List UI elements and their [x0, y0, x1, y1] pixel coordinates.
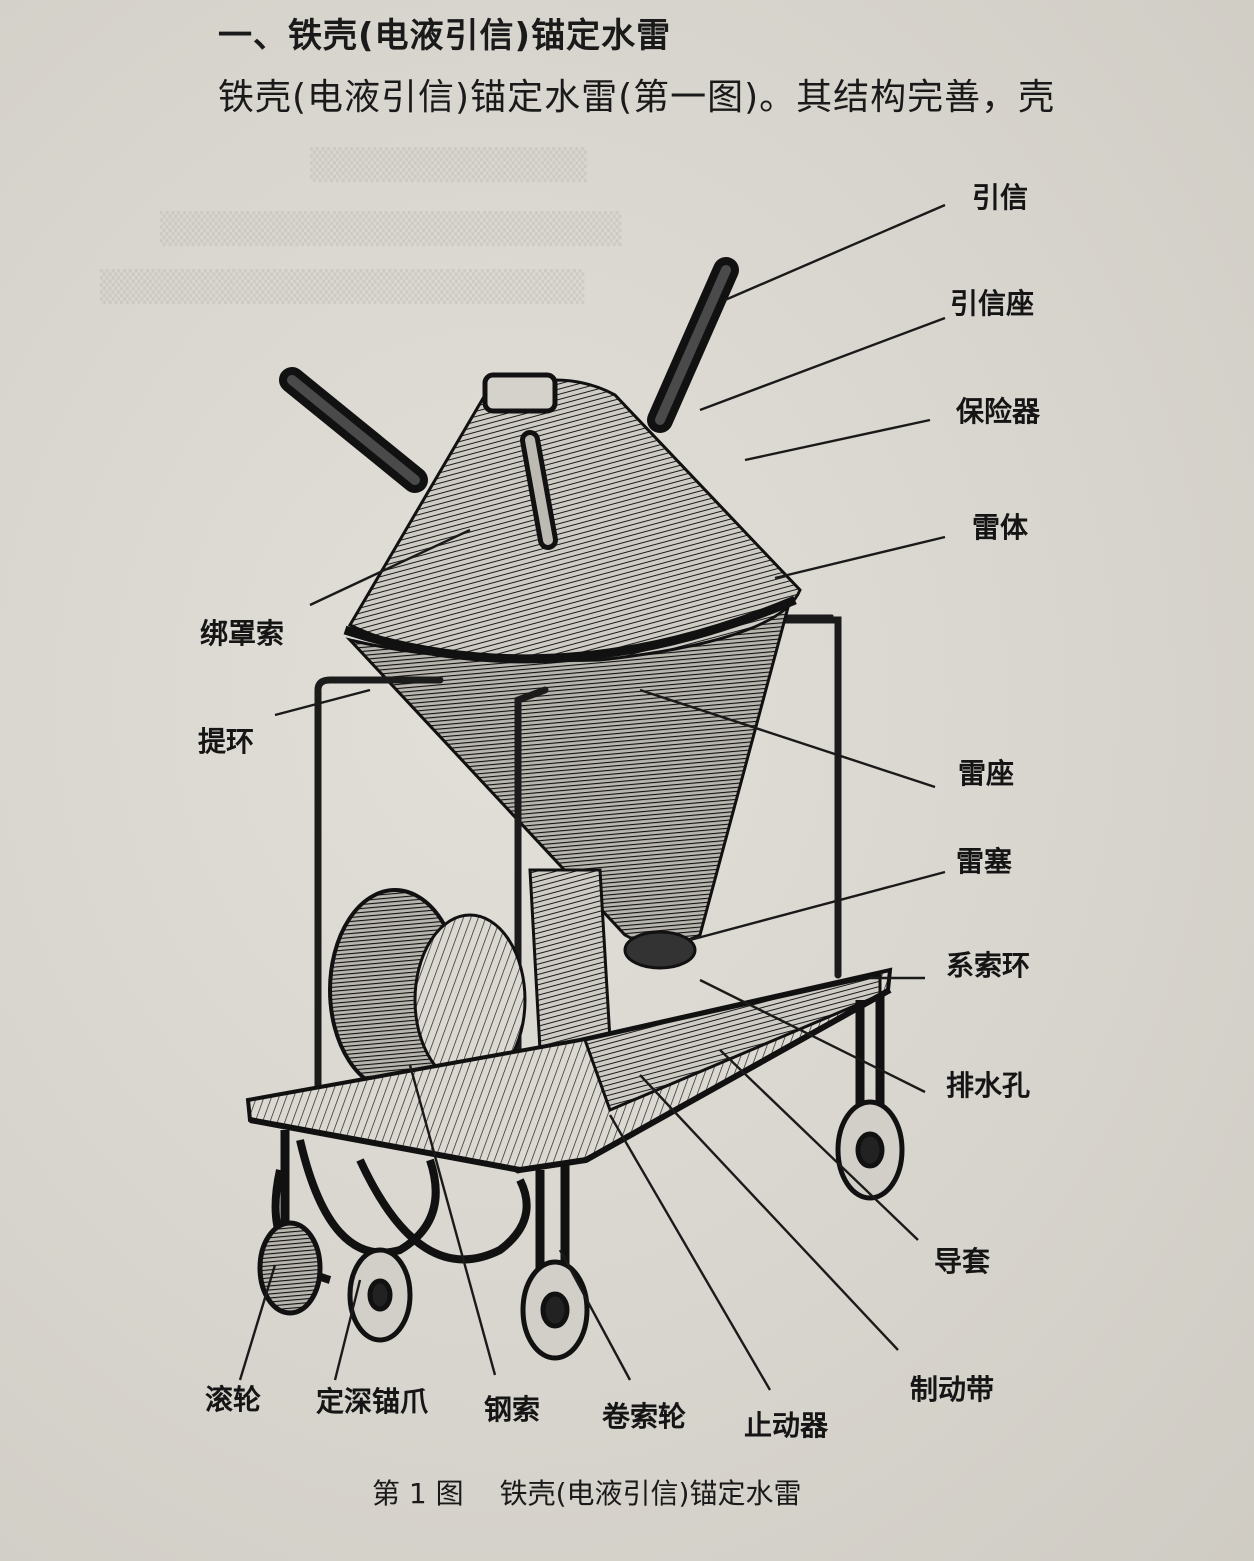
figure-caption: 第 1 图 铁壳(电液引信)锚定水雷 — [372, 1472, 801, 1512]
label-cable-reel: 卷索轮 — [602, 1400, 687, 1433]
label-guide-sleeve: 导套 — [934, 1245, 991, 1278]
label-safety-device: 保险器 — [956, 395, 1041, 428]
label-fuze: 引信 — [972, 181, 1029, 214]
frame-rods — [776, 614, 842, 979]
label-mine-body: 雷体 — [972, 511, 1029, 544]
label-fuze-seat: 引信座 — [950, 287, 1035, 320]
label-lifting-ring: 提环 — [198, 725, 255, 758]
bleed-through-text: ▒▒▒▒▒▒▒▒▒▒▒▒▒▒▒▒▒▒▒▒ — [160, 212, 622, 247]
label-drain-hole: 排水孔 — [946, 1069, 1031, 1102]
label-cover-lashing: 绑罩索 — [200, 617, 285, 650]
label-stopper: 止动器 — [744, 1409, 829, 1442]
label-mine-plug: 雷塞 — [956, 845, 1013, 878]
label-depth-anchor-claw: 定深锚爪 — [316, 1385, 429, 1418]
bleed-through-text: ▒▒▒▒▒▒▒▒▒▒▒▒ — [310, 148, 587, 183]
leader-lines — [238, 203, 946, 1391]
label-steel-cable: 钢索 — [484, 1393, 541, 1426]
label-brake-band: 制动带 — [910, 1373, 995, 1406]
fuze-horns — [279, 257, 739, 550]
section-heading: 一、铁壳(电液引信)锚定水雷 — [218, 16, 672, 56]
label-mooring-ring: 系索环 — [946, 949, 1031, 982]
label-mine-seat: 雷座 — [958, 757, 1015, 790]
mine-dome — [347, 378, 802, 663]
figure-number: 第 1 图 — [372, 1477, 464, 1510]
label-roller-wheel: 滚轮 — [205, 1383, 262, 1416]
bleed-through-text: ▒▒▒▒▒▒▒▒▒▒▒▒▒▒▒▒▒▒▒▒▒ — [100, 270, 585, 305]
wheels — [257, 1099, 905, 1361]
figure-title: 铁壳(电液引信)锚定水雷 — [499, 1477, 802, 1510]
body-paragraph: 铁壳(电液引信)锚定水雷(第一图)。其结构完善，壳 — [218, 77, 1056, 118]
